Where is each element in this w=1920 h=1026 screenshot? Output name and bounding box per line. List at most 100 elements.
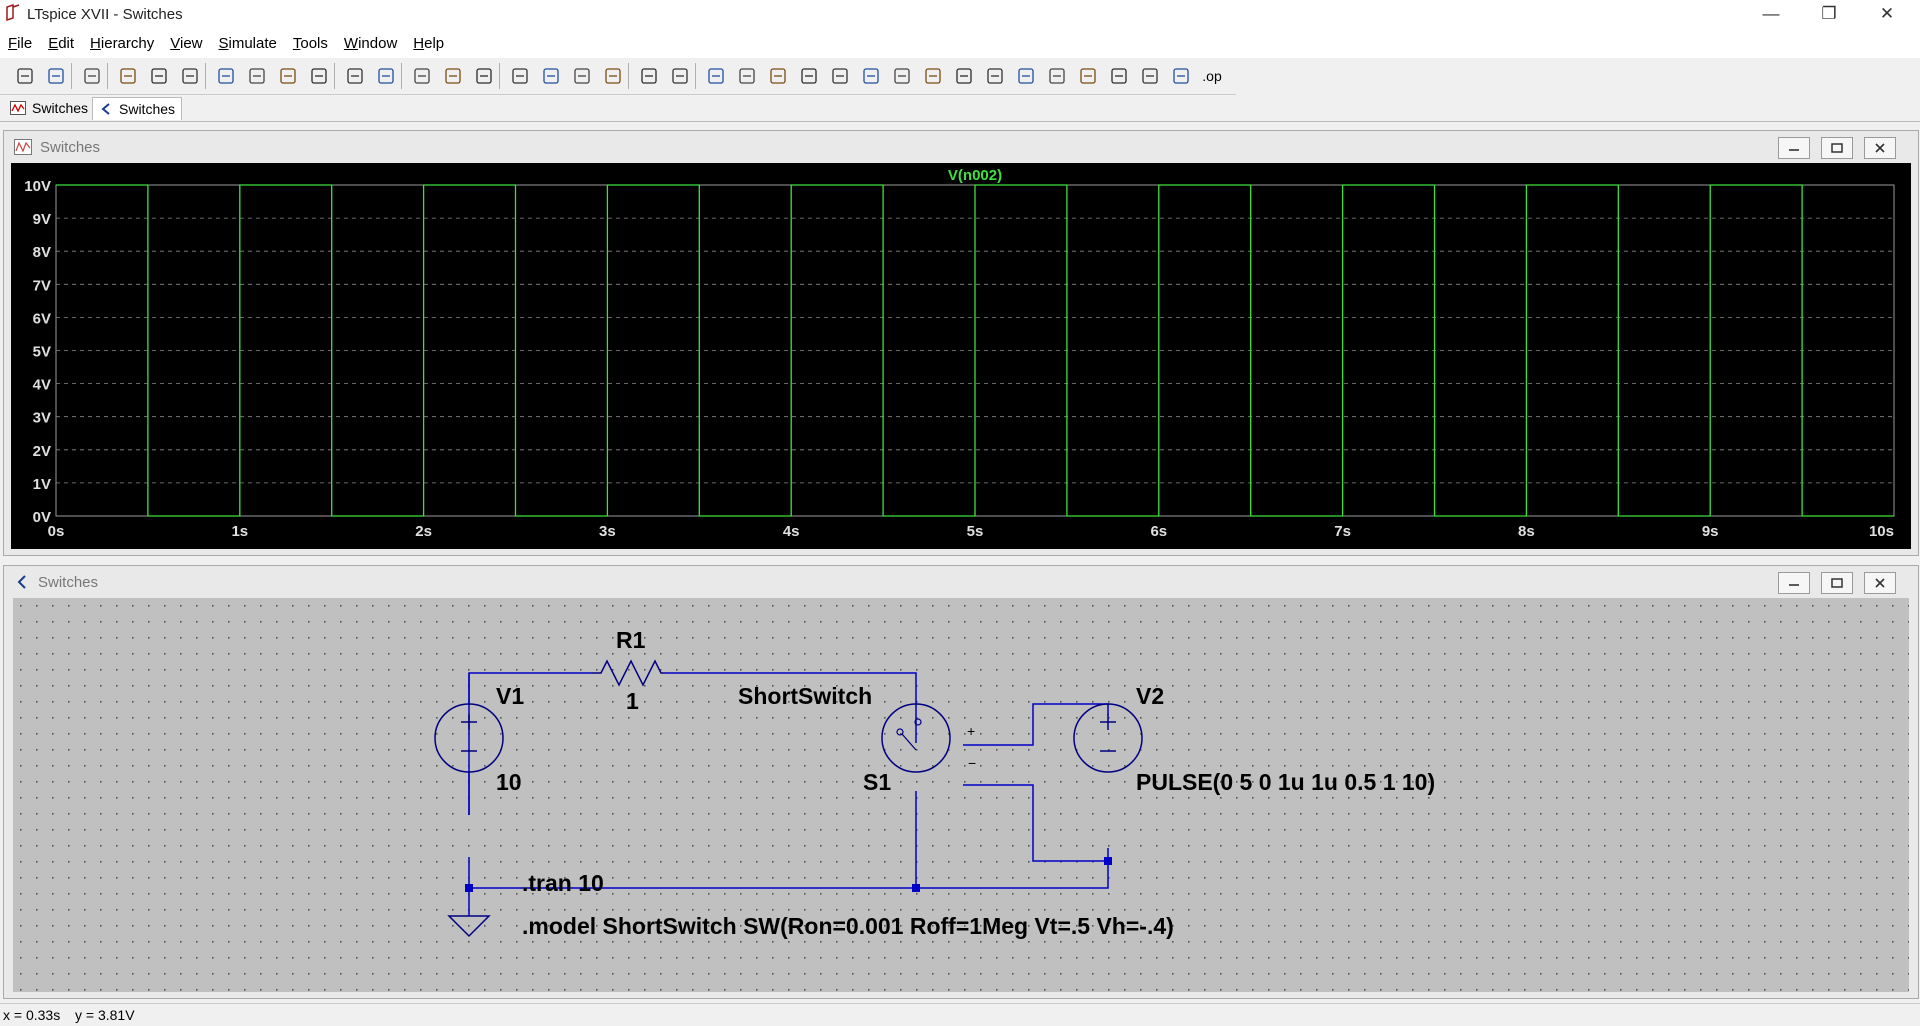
spice-directive-icon[interactable] <box>1168 63 1194 89</box>
menu-simulate[interactable]: Simulate <box>218 34 277 52</box>
s1-plus-label: + <box>967 723 975 739</box>
voltage-source-v2[interactable]: V2 PULSE(0 5 0 1u 1u 0.5 1 10) <box>1073 683 1435 795</box>
halt-icon[interactable] <box>146 63 172 89</box>
status-x: x = 0.33s <box>3 1007 61 1023</box>
close-icon[interactable]: ✕ <box>1879 4 1895 23</box>
find-icon[interactable] <box>600 63 626 89</box>
wire-icon[interactable] <box>703 63 729 89</box>
ground-symbol[interactable] <box>447 915 491 938</box>
spice-op-button[interactable]: .op <box>1202 68 1222 84</box>
menu-hierarchy[interactable]: Hierarchy <box>90 34 155 52</box>
tab-waveform[interactable]: Switches <box>4 97 94 119</box>
toolbar-separator <box>628 63 629 89</box>
tile-horizontal-icon[interactable] <box>409 63 435 89</box>
tab-waveform-label: Switches <box>32 100 89 116</box>
schematic-canvas[interactable]: R1 1 V1 10 + − ShortSwitch S1 <box>13 598 1909 992</box>
waveform-window-titlebar: Switches <box>4 131 1918 163</box>
schematic-maximize-icon[interactable] <box>1821 572 1853 594</box>
y-tick-label: 2V <box>33 443 51 460</box>
label-net-icon[interactable] <box>765 63 791 89</box>
redo-icon[interactable] <box>1044 63 1070 89</box>
schematic-minimize-icon[interactable] <box>1778 572 1810 594</box>
voltage-source-v1[interactable]: V1 10 <box>434 673 524 815</box>
menu-file[interactable]: File <box>8 34 33 52</box>
resistor-icon[interactable] <box>796 63 822 89</box>
run-icon[interactable] <box>12 63 38 89</box>
zoom-cancel-icon[interactable] <box>306 63 332 89</box>
zoom-out-icon[interactable] <box>275 63 301 89</box>
resistor-r1[interactable]: R1 1 <box>592 627 665 714</box>
print-setup-icon[interactable] <box>636 63 662 89</box>
undo-icon[interactable] <box>1013 63 1039 89</box>
cascade-icon[interactable] <box>471 63 497 89</box>
schematic-window-icon <box>17 575 26 589</box>
schematic-window-title: Switches <box>38 573 99 591</box>
y-tick-label: 10V <box>24 178 51 195</box>
model-directive[interactable]: .model ShortSwitch SW(Ron=0.001 Roff=1Me… <box>522 913 1174 939</box>
zoom-full-icon[interactable] <box>244 63 270 89</box>
paste-icon[interactable] <box>569 63 595 89</box>
menu-help[interactable]: Help <box>413 34 445 52</box>
status-bar: x = 0.33s y = 3.81V <box>0 1003 1920 1026</box>
x-tick-label: 7s <box>1334 523 1351 540</box>
copy-icon[interactable] <box>538 63 564 89</box>
schematic-close-icon[interactable] <box>1864 572 1896 594</box>
toolbar-empty-area <box>1236 58 1920 94</box>
v2-value: PULSE(0 5 0 1u 1u 0.5 1 10) <box>1136 769 1435 795</box>
waveform-icon <box>10 101 26 115</box>
x-tick-label: 3s <box>599 523 616 540</box>
zoom-in-icon[interactable] <box>213 63 239 89</box>
trace-icon[interactable] <box>373 63 399 89</box>
menu-view[interactable]: View <box>170 34 203 52</box>
tab-schematic-label: Switches <box>119 101 176 117</box>
tab-schematic[interactable]: Switches <box>92 97 183 120</box>
trace-label: V(n002) <box>948 167 1002 184</box>
drag-icon[interactable] <box>982 63 1008 89</box>
menu-window[interactable]: Window <box>343 34 398 52</box>
menu-bar: File Edit Hierarchy View Simulate Tools … <box>0 28 1920 58</box>
mirror-icon[interactable] <box>1106 63 1132 89</box>
tab-bar: Switches Switches <box>0 95 1920 122</box>
open-icon[interactable] <box>43 63 69 89</box>
minimize-icon[interactable]: — <box>1762 4 1780 23</box>
y-tick-label: 0V <box>33 509 51 526</box>
waveform-window-title: Switches <box>40 138 101 156</box>
print-icon[interactable] <box>667 63 693 89</box>
tran-directive[interactable]: .tran 10 <box>522 870 604 896</box>
text-icon[interactable] <box>1137 63 1163 89</box>
v1-value: 10 <box>496 769 522 795</box>
component-icon[interactable] <box>920 63 946 89</box>
waveform-close-icon[interactable] <box>1864 137 1896 159</box>
rotate-icon[interactable] <box>1075 63 1101 89</box>
save-icon[interactable] <box>79 63 105 89</box>
pan-icon[interactable] <box>177 63 203 89</box>
menu-edit[interactable]: Edit <box>48 34 75 52</box>
ltspice-app-icon <box>6 4 20 22</box>
x-tick-label: 1s <box>231 523 248 540</box>
switch-s1[interactable]: + − ShortSwitch S1 <box>738 683 976 795</box>
s1-model: ShortSwitch <box>738 683 872 709</box>
window-title: LTspice XVII - Switches <box>27 6 183 23</box>
plot-background <box>11 163 1911 549</box>
menu-tools[interactable]: Tools <box>292 34 328 52</box>
capacitor-icon[interactable] <box>827 63 853 89</box>
autorange-icon[interactable] <box>342 63 368 89</box>
control-panel-icon[interactable] <box>115 63 141 89</box>
tile-vertical-icon[interactable] <box>440 63 466 89</box>
restore-icon[interactable]: ❐ <box>1821 4 1837 23</box>
r1-value: 1 <box>626 688 639 714</box>
ground-icon[interactable] <box>734 63 760 89</box>
junction-dots <box>465 857 1112 892</box>
waveform-maximize-icon[interactable] <box>1821 137 1853 159</box>
move-icon[interactable] <box>951 63 977 89</box>
inductor-icon[interactable] <box>858 63 884 89</box>
title-bar: LTspice XVII - Switches — ❐ ✕ <box>0 0 1920 28</box>
v1-name: V1 <box>496 683 524 709</box>
v2-name: V2 <box>1136 683 1164 709</box>
toolbar-separator <box>499 63 500 89</box>
waveform-minimize-icon[interactable] <box>1778 137 1810 159</box>
diode-icon[interactable] <box>889 63 915 89</box>
cut-icon[interactable] <box>507 63 533 89</box>
